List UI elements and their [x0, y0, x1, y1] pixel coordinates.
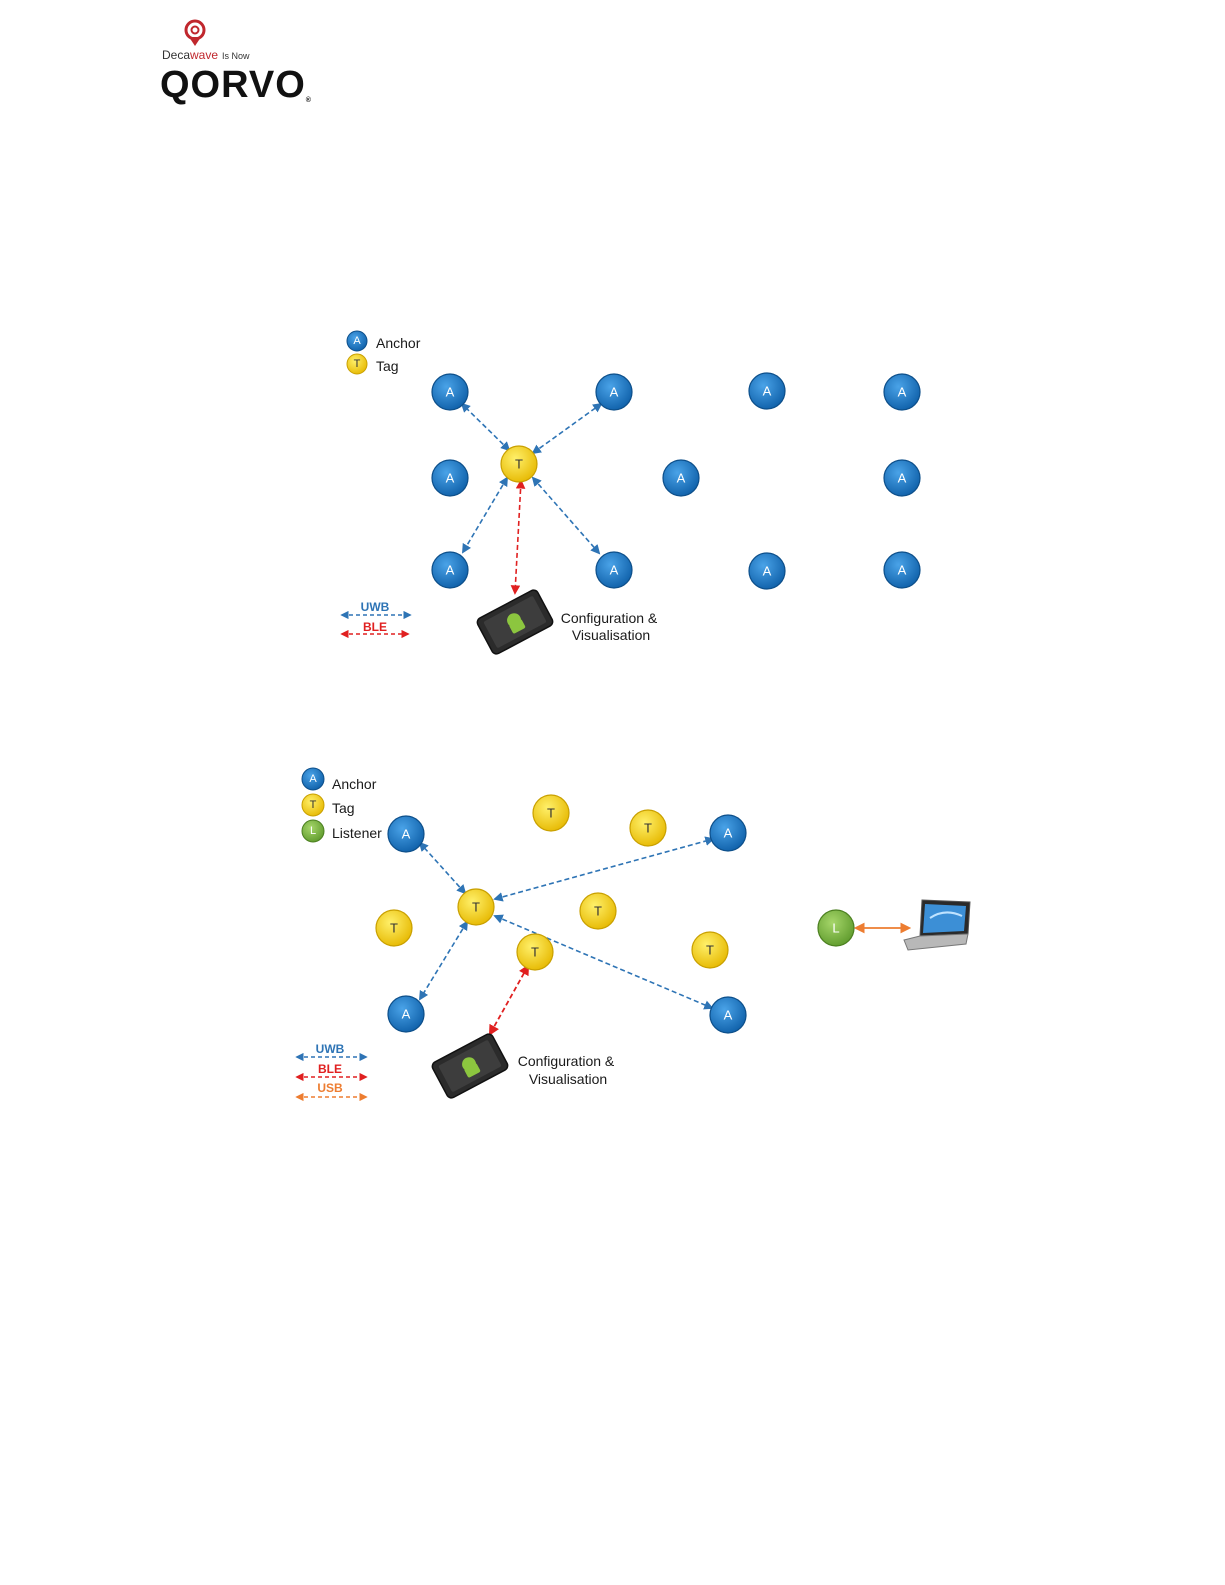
anchor-node: A [710, 997, 746, 1033]
svg-text:T: T [390, 921, 398, 936]
svg-text:T: T [594, 904, 602, 919]
link-legend: UWB BLE [342, 600, 410, 634]
svg-text:A: A [446, 471, 455, 486]
svg-text:A: A [610, 563, 619, 578]
tag-node: T [376, 910, 412, 946]
svg-text:T: T [531, 945, 539, 960]
android-tablet-icon [431, 1032, 510, 1099]
svg-text:T: T [706, 943, 714, 958]
tag-node: T [630, 810, 666, 846]
tag-node: T [501, 446, 537, 482]
anchor-node: A [388, 816, 424, 852]
anchor-node: A [749, 373, 785, 409]
svg-text:A: A [353, 335, 361, 347]
legend-tag: T Tag [302, 794, 355, 816]
svg-text:A: A [898, 385, 907, 400]
svg-text:A: A [898, 471, 907, 486]
svg-text:UWB: UWB [316, 1042, 345, 1056]
legend-anchor: A Anchor [347, 331, 421, 351]
device-caption: Visualisation [572, 627, 650, 643]
svg-text:A: A [763, 384, 772, 399]
svg-text:USB: USB [317, 1081, 343, 1095]
ble-link [490, 966, 528, 1034]
svg-text:L: L [310, 825, 316, 837]
tag-node: T [692, 932, 728, 968]
device-caption: Visualisation [529, 1071, 607, 1087]
tag-node: T [533, 795, 569, 831]
anchor-node: A [663, 460, 699, 496]
svg-text:A: A [402, 827, 411, 842]
svg-text:A: A [724, 826, 733, 841]
svg-text:L: L [832, 921, 839, 936]
anchor-node: A [710, 815, 746, 851]
svg-text:Tag: Tag [376, 358, 399, 374]
uwb-links [462, 404, 601, 553]
link-legend: UWB BLE USB [297, 1042, 366, 1097]
svg-text:A: A [677, 471, 686, 486]
svg-text:T: T [515, 457, 523, 472]
tag-node: T [458, 889, 494, 925]
diagram-2: A Anchor T Tag L Listener A A A A T T T … [297, 768, 970, 1100]
svg-text:Tag: Tag [332, 800, 355, 816]
legend-tag: T Tag [347, 354, 399, 374]
svg-text:A: A [724, 1008, 733, 1023]
svg-text:A: A [610, 385, 619, 400]
legend-anchor: A Anchor [302, 768, 377, 792]
device-caption: Configuration & [518, 1053, 615, 1069]
svg-text:A: A [763, 564, 772, 579]
svg-text:Anchor: Anchor [332, 776, 377, 792]
anchor-node: A [432, 374, 468, 410]
device-caption: Configuration & [561, 610, 658, 626]
uwb-links [420, 839, 713, 1008]
svg-text:T: T [310, 799, 317, 811]
svg-text:Anchor: Anchor [376, 335, 421, 351]
android-tablet-icon [476, 588, 555, 655]
svg-text:A: A [446, 385, 455, 400]
svg-text:T: T [644, 821, 652, 836]
svg-text:A: A [402, 1007, 411, 1022]
svg-text:A: A [898, 563, 907, 578]
ble-link [515, 481, 521, 593]
listener-node: L [818, 910, 854, 946]
legend-listener: L Listener [302, 820, 382, 842]
svg-text:A: A [309, 773, 317, 785]
anchor-node: A [884, 374, 920, 410]
anchor-node: A [884, 552, 920, 588]
tag-node: T [517, 934, 553, 970]
svg-text:T: T [472, 900, 480, 915]
svg-text:A: A [446, 563, 455, 578]
svg-text:T: T [547, 806, 555, 821]
tag-node: T [580, 893, 616, 929]
anchor-node: A [596, 552, 632, 588]
svg-text:Listener: Listener [332, 825, 382, 841]
anchor-node: A [884, 460, 920, 496]
svg-text:BLE: BLE [363, 620, 387, 634]
anchor-node: A [388, 996, 424, 1032]
svg-text:T: T [354, 358, 361, 370]
laptop-icon [904, 900, 970, 950]
anchor-node: A [432, 552, 468, 588]
anchor-node: A [596, 374, 632, 410]
svg-text:UWB: UWB [361, 600, 390, 614]
anchor-node: A [749, 553, 785, 589]
anchor-node: A [432, 460, 468, 496]
svg-text:BLE: BLE [318, 1062, 342, 1076]
diagram-1: A Anchor T Tag A A A A A A A A A A A T [342, 331, 920, 656]
